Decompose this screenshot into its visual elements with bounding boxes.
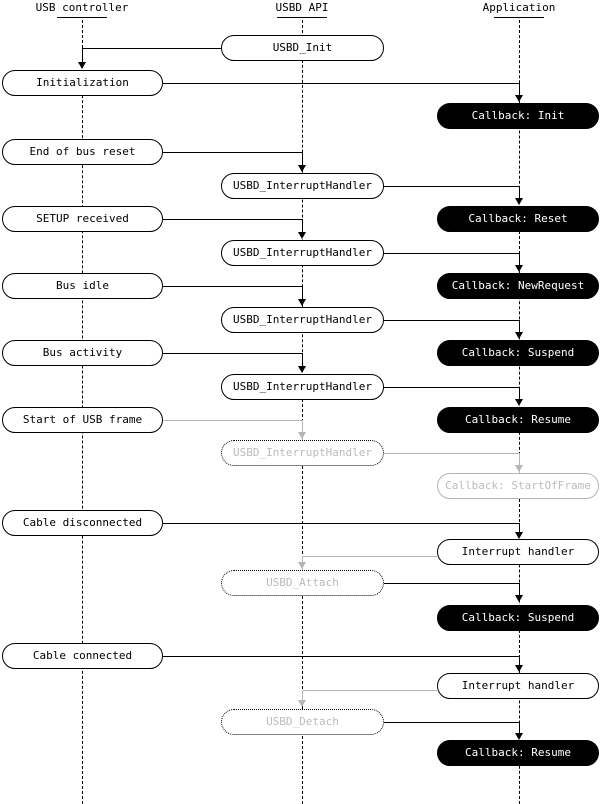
node-bus-idle[interactable]: Bus idle	[2, 273, 163, 299]
connector-init-to-callback-init	[163, 83, 520, 84]
arrow-to-callback-startofframe	[515, 465, 523, 472]
connector-busreset-drop	[302, 152, 303, 166]
node-usbd-attach[interactable]: USBD_Attach	[221, 570, 384, 596]
column-header-usbd-api: USBD API	[275, 1, 329, 14]
connector-busactivity-to-handler	[163, 353, 303, 354]
arrow-to-callback-init	[515, 95, 523, 102]
node-callback-suspend-1[interactable]: Callback: Suspend	[437, 340, 599, 366]
node-interrupt-handler-1[interactable]: Interrupt handler	[437, 539, 599, 565]
connector-busidle-to-handler	[163, 286, 303, 287]
connector-usbd-init-drop	[82, 48, 83, 64]
node-callback-resume-1[interactable]: Callback: Resume	[437, 407, 599, 433]
connector-handler3-drop	[519, 320, 520, 333]
arrow-to-handler-2	[298, 232, 306, 239]
connector-cableconnected-drop	[519, 656, 520, 669]
arrow-to-callback-newrequest	[515, 265, 523, 272]
connector-busreset-to-handler	[163, 152, 303, 153]
node-cable-disconnected[interactable]: Cable disconnected	[2, 510, 163, 536]
connector-setup-drop	[302, 219, 303, 233]
node-usbd-interrupthandler-optional[interactable]: USBD_InterruptHandler	[221, 440, 384, 466]
node-callback-resume-2[interactable]: Callback: Resume	[437, 740, 599, 766]
column-underline-usbd-api	[277, 17, 327, 18]
node-usbd-detach[interactable]: USBD_Detach	[221, 709, 384, 735]
node-callback-newrequest[interactable]: Callback: NewRequest	[437, 273, 599, 299]
node-callback-init[interactable]: Callback: Init	[437, 103, 599, 129]
connector-cableconnected-to-interrupt	[163, 656, 520, 657]
connector-interrupt1-to-usbd-attach	[302, 556, 437, 557]
connector-sof-to-ghost-handler	[163, 420, 303, 421]
node-end-of-bus-reset[interactable]: End of bus reset	[2, 139, 163, 165]
arrow-to-usbd-attach	[298, 562, 306, 569]
node-setup-received[interactable]: SETUP received	[2, 206, 163, 232]
connector-handler2-drop	[519, 253, 520, 266]
node-interrupt-handler-2[interactable]: Interrupt handler	[437, 673, 599, 699]
arrow-to-usbd-detach	[298, 700, 306, 707]
connector-interrupt2-drop	[302, 690, 303, 704]
arrow-to-callback-resume-2	[515, 733, 523, 740]
connector-handler4-to-callback-resume	[384, 387, 520, 388]
connector-usbd-init-run	[82, 48, 172, 49]
connector-handler3-to-callback-suspend	[384, 320, 520, 321]
connector-cabledisconnected-to-interrupt	[163, 523, 520, 524]
connector-handler1-drop	[519, 186, 520, 199]
node-usbd-interrupthandler-3[interactable]: USBD_InterruptHandler	[221, 307, 384, 333]
node-usbd-interrupthandler-1[interactable]: USBD_InterruptHandler	[221, 173, 384, 199]
connector-usbd-attach-to-callback-suspend	[384, 583, 520, 584]
connector-handler4-drop	[519, 387, 520, 400]
arrow-to-interrupt-handler-2	[515, 665, 523, 672]
connector-interrupt2-to-usbd-detach	[302, 690, 437, 691]
arrow-to-interrupt-handler-1	[515, 532, 523, 539]
arrow-to-handler-4	[298, 366, 306, 373]
arrow-to-ghost-handler	[298, 432, 306, 439]
arrow-to-handler-1	[298, 165, 306, 172]
connector-setup-to-handler	[163, 219, 303, 220]
node-start-of-usb-frame[interactable]: Start of USB frame	[2, 407, 163, 433]
connector-init-callback-drop	[519, 83, 520, 96]
arrow-to-callback-reset	[515, 198, 523, 205]
connector-ghost-handler-drop	[519, 453, 520, 466]
arrow-to-initialization	[78, 62, 86, 69]
column-underline-usb-controller	[57, 17, 107, 18]
node-usbd-interrupthandler-2[interactable]: USBD_InterruptHandler	[221, 240, 384, 266]
arrow-to-callback-suspend-2	[515, 595, 523, 602]
arrow-to-callback-suspend	[515, 332, 523, 339]
connector-handler2-to-callback-newrequest	[384, 253, 520, 254]
node-initialization[interactable]: Initialization	[2, 70, 163, 96]
connector-handler1-to-callback-reset	[384, 186, 520, 187]
connector-usbd-detach-drop	[519, 722, 520, 735]
connector-cabledisconnected-drop	[519, 523, 520, 536]
column-header-usb-controller: USB controller	[35, 1, 129, 14]
connector-ghost-handler-to-startofframe	[384, 453, 520, 454]
lifeline-application-lower	[519, 499, 520, 804]
node-callback-startofframe[interactable]: Callback: StartOfFrame	[437, 473, 599, 499]
arrow-to-handler-3	[298, 299, 306, 306]
node-bus-activity[interactable]: Bus activity	[2, 340, 163, 366]
connector-usbd-attach-drop	[519, 583, 520, 596]
column-header-application: Application	[482, 1, 556, 14]
column-underline-application	[494, 17, 544, 18]
connector-busidle-drop	[302, 286, 303, 300]
connector-usbd-init-to-controller	[171, 48, 221, 49]
node-usbd-interrupthandler-4[interactable]: USBD_InterruptHandler	[221, 374, 384, 400]
connector-busactivity-drop	[302, 353, 303, 367]
node-usbd-init[interactable]: USBD_Init	[221, 35, 384, 61]
arrow-to-callback-resume	[515, 399, 523, 406]
node-callback-suspend-2[interactable]: Callback: Suspend	[437, 605, 599, 631]
connector-sof-drop	[302, 420, 303, 434]
lifeline-application-upper	[519, 20, 520, 465]
node-callback-reset[interactable]: Callback: Reset	[437, 206, 599, 232]
connector-usbd-detach-to-callback-resume	[384, 722, 520, 723]
node-cable-connected[interactable]: Cable connected	[2, 643, 163, 669]
lifeline-usbd-api-lower	[302, 466, 303, 804]
